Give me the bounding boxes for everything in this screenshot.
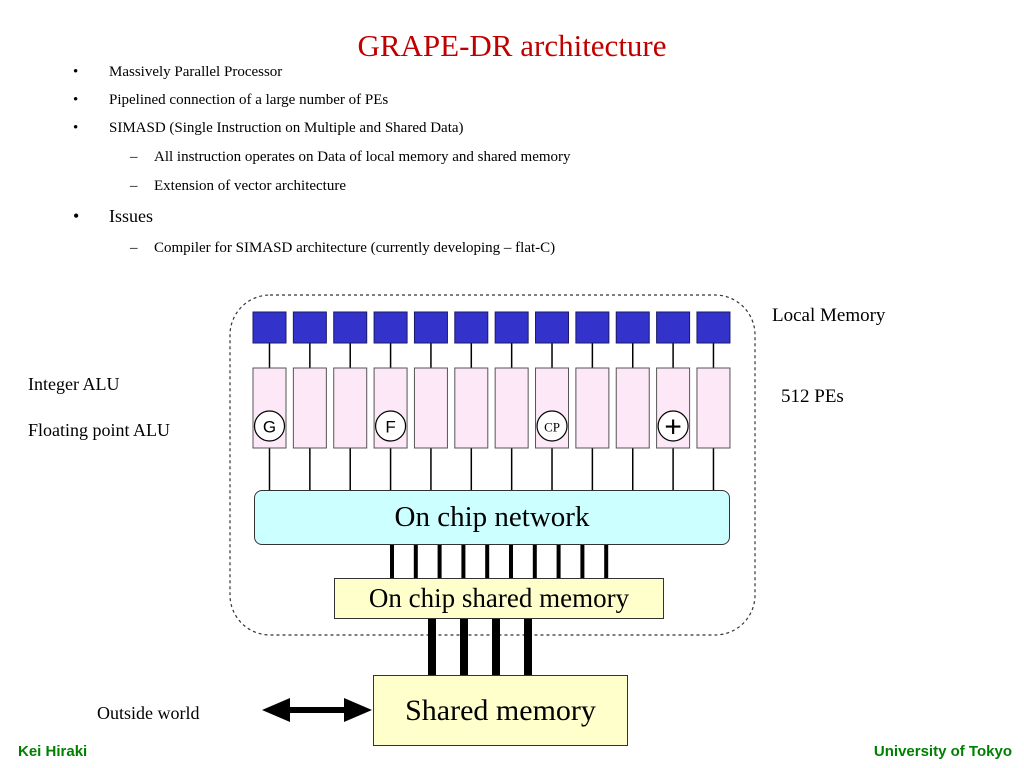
alu-marker-label: CP [544,420,560,435]
pe-box [292,367,327,449]
integer-alu-label: Integer ALU [28,374,120,394]
local-memory-block [535,311,570,344]
shared-memory-bus [492,619,500,675]
pe-box [615,367,650,449]
network-shared-link [461,545,466,578]
pe-array: G F CP + [252,311,731,490]
alu-marker-label: + [664,411,682,444]
local-memory-block [373,311,408,344]
bullet-marker: • [73,206,80,226]
alu-marker-circle [374,410,407,442]
on-chip-network-box: On chip network [254,490,730,545]
outside-world-label: Outside world [97,703,200,723]
arrow-head-left [262,698,290,722]
bullet-text: SIMASD (Single Instruction on Multiple a… [109,120,464,136]
arrow-head-right [344,698,372,722]
alu-marker-circle [657,410,689,442]
network-shared-link [390,545,394,578]
sub-bullet-marker: – [130,178,138,194]
slide-title: GRAPE-DR architecture [357,28,667,63]
pe-count-label: 512 PEs [781,386,844,407]
pe-box [413,367,448,449]
network-shared-link [556,545,561,578]
network-shared-link [485,545,490,578]
alu-marker-circle [253,410,286,442]
shared-memory-bus [460,619,468,675]
bullet-marker: • [73,64,79,80]
network-shared-link [532,545,537,578]
local-memory-label: Local Memory [772,305,886,326]
shared-memory-box: Shared memory [373,675,628,746]
bidirectional-arrow [262,698,372,722]
local-memory-block [292,311,327,344]
sub-bullet-text: Compiler for SIMASD architecture (curren… [154,240,556,256]
on-chip-network-label: On chip network [394,501,590,533]
alu-marker-label: G [263,418,276,437]
footer-affiliation: University of Tokyo [873,743,1012,760]
local-memory-block [252,311,287,344]
local-memory-block [454,311,489,344]
pe-box [575,367,610,449]
shared-memory-label: Shared memory [405,693,596,727]
sub-bullet-text: Extension of vector architecture [154,178,346,194]
network-shared-link [437,545,442,578]
alu-marker-label: F [385,418,395,437]
alu-marker-circle [536,410,568,442]
sub-bullet-marker: – [130,240,138,256]
floating-point-alu-label: Floating point ALU [28,420,171,440]
bullet-marker: • [73,120,79,136]
network-shared-link [604,545,609,578]
pe-box [333,367,368,449]
pe-box [696,367,731,449]
footer-author: Kei Hiraki [18,743,88,760]
network-shared-link [580,545,585,578]
bullet-text: Issues [109,206,153,226]
local-memory-block [413,311,448,344]
local-memory-block [333,311,368,344]
local-memory-block [615,311,650,344]
bullet-text: Massively Parallel Processor [109,64,283,80]
bullet-text: Pipelined connection of a large number o… [109,92,389,108]
sub-bullet-text: All instruction operates on Data of loca… [154,149,571,165]
network-shared-link [413,545,418,578]
pe-box [454,367,489,449]
network-shared-link [509,545,513,578]
on-chip-shared-memory-label: On chip shared memory [368,583,630,613]
local-memory-block [696,311,731,344]
shared-memory-bus [524,619,532,675]
shared-memory-bus [428,619,436,675]
sub-bullet-marker: – [130,149,138,165]
pe-box [494,367,529,449]
memory-links [390,545,609,675]
local-memory-block [656,311,691,344]
local-memory-block [494,311,529,344]
local-memory-block [575,311,610,344]
bullet-marker: • [73,92,79,108]
on-chip-shared-memory-box: On chip shared memory [334,578,664,619]
